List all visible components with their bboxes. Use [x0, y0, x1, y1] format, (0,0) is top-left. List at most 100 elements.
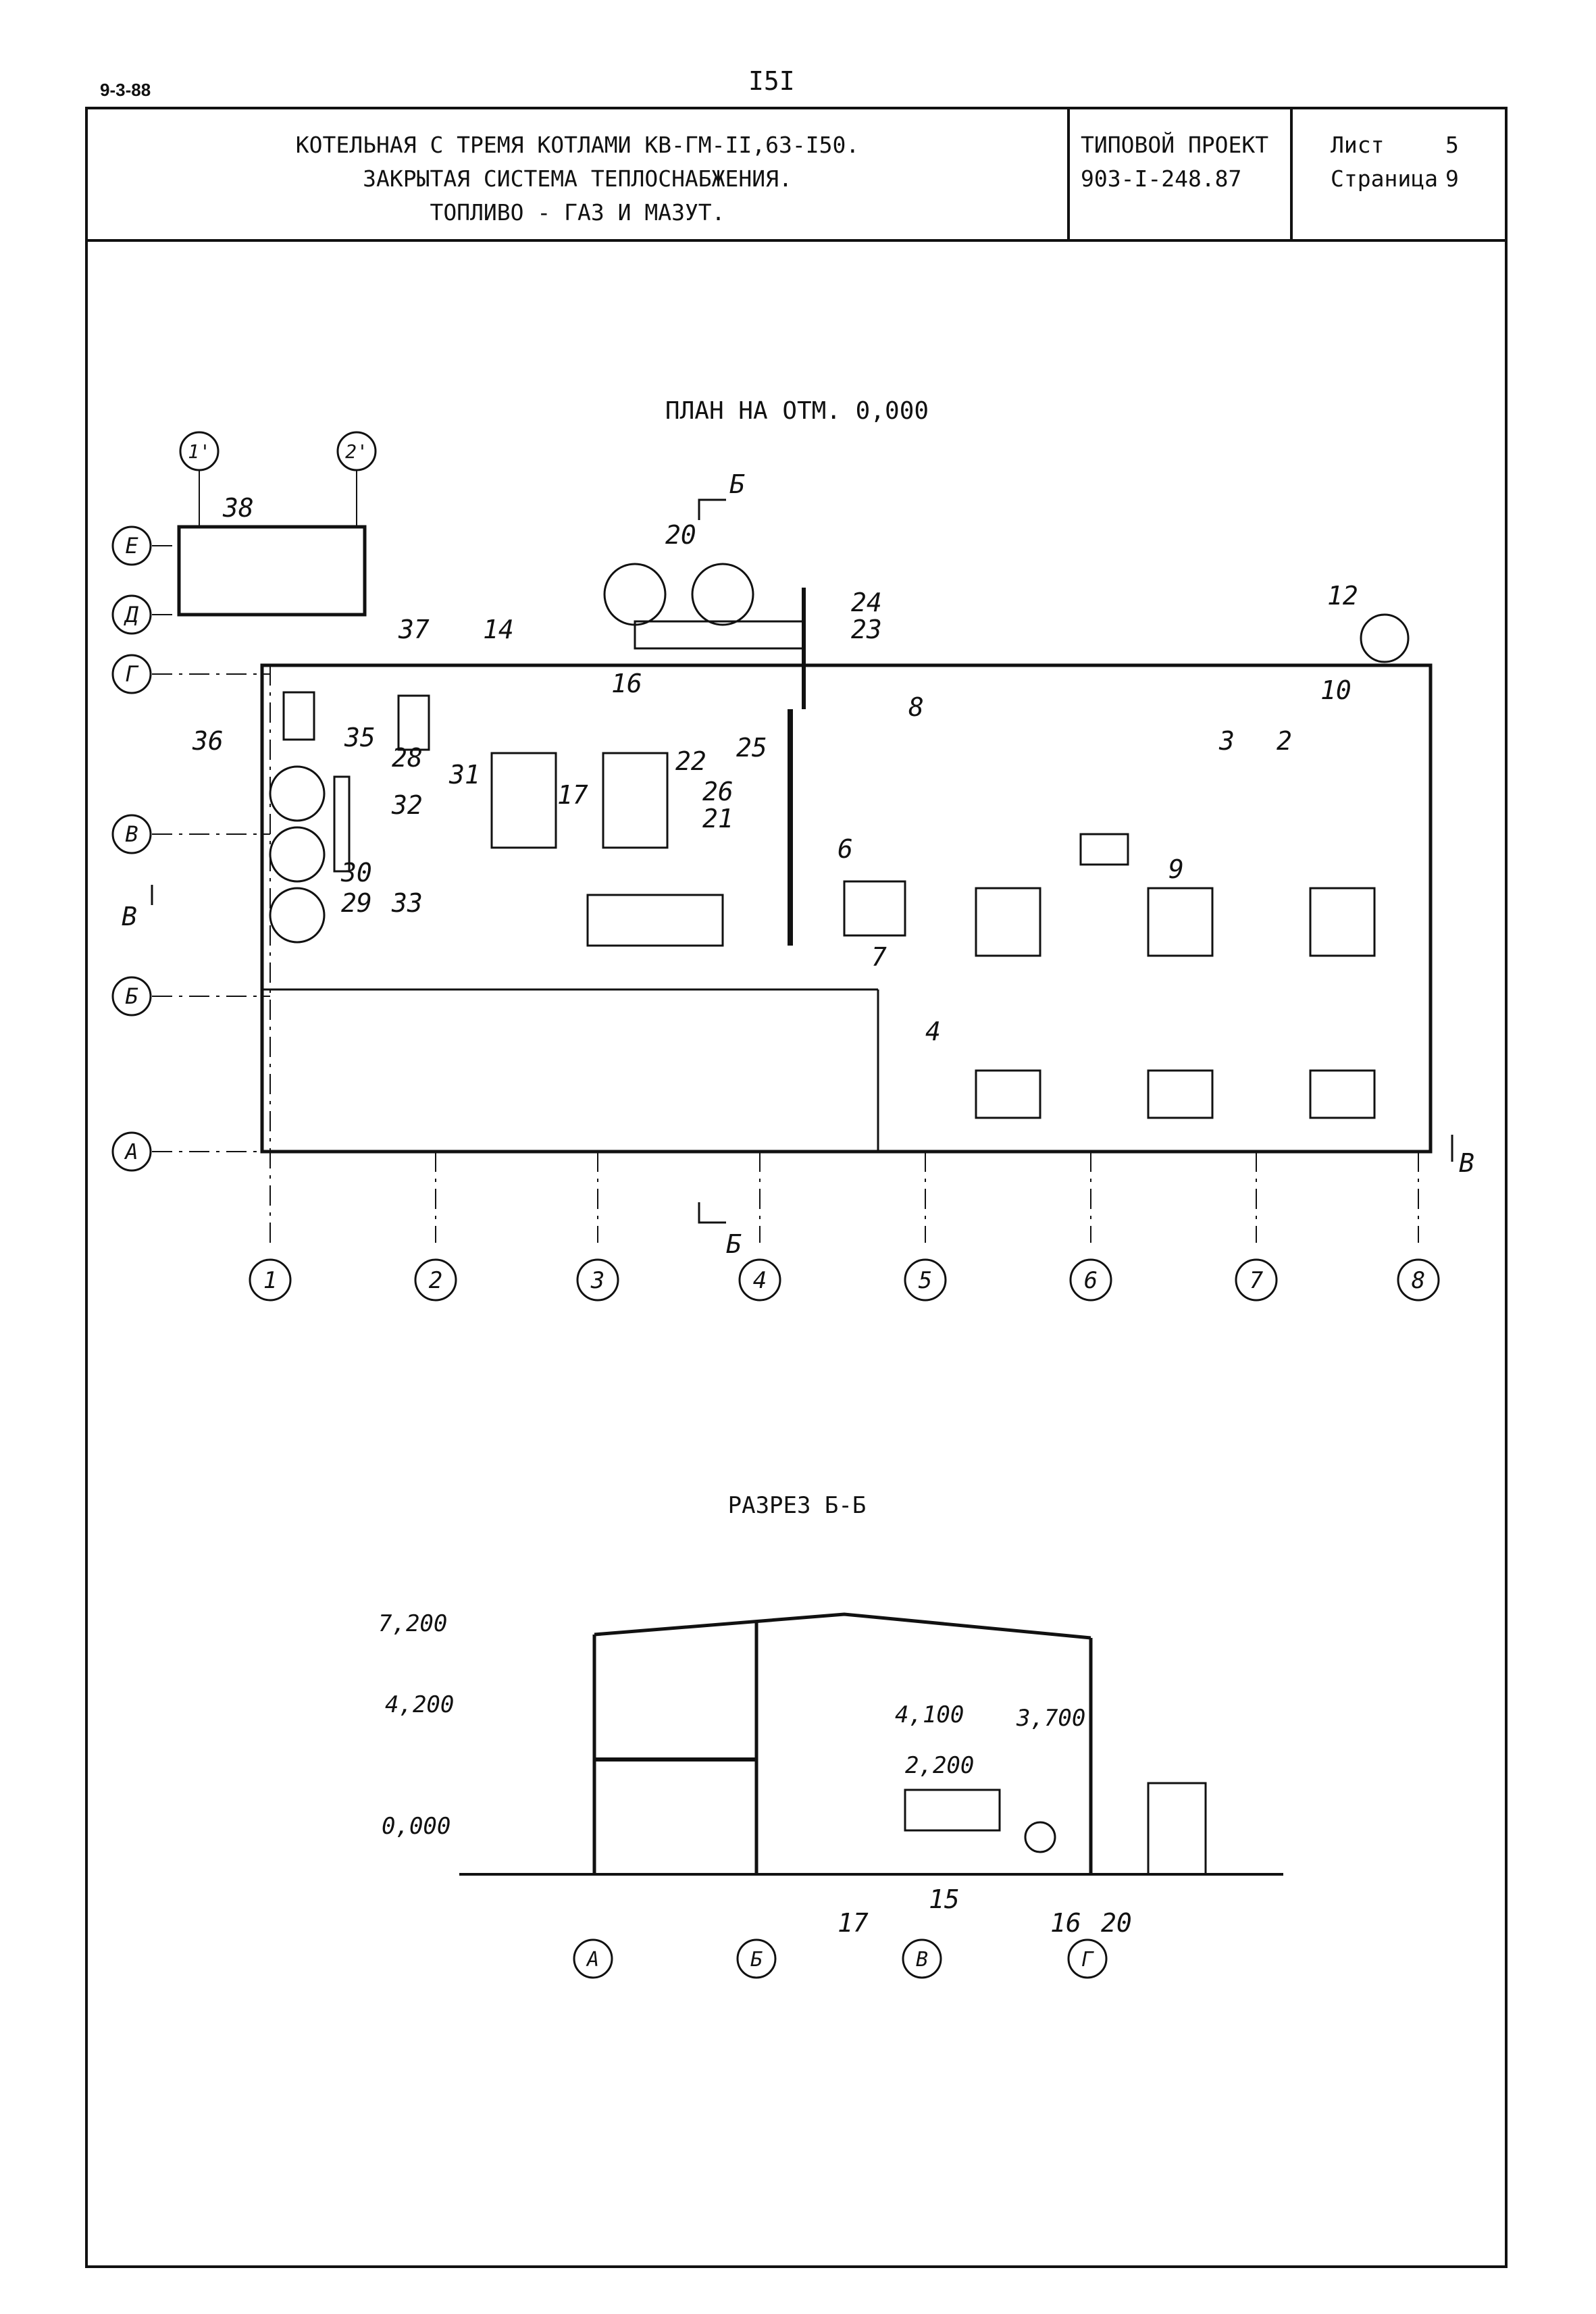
callout-label: 8 — [908, 692, 924, 722]
callout-label: 29 — [341, 888, 372, 918]
section-marks: Б Б В В — [122, 469, 1474, 1259]
axis-bubble — [738, 1258, 781, 1302]
plan-title: ПЛАН НА ОТМ. 0,000 — [665, 397, 929, 425]
roof — [594, 1612, 1091, 1640]
callout-label: 32 — [391, 790, 423, 820]
callout-label: 6 — [838, 834, 853, 864]
page-number: I5I — [748, 66, 795, 96]
axis-label: 4 — [753, 1267, 767, 1294]
callout-label: 33 — [391, 888, 423, 918]
axis-bubble — [111, 525, 152, 566]
plan-row-axes: А Б В Г Д Е 1' 2' — [111, 431, 377, 1172]
callout-label: 12 — [1327, 581, 1358, 611]
callout-label: 36 — [192, 726, 224, 756]
axis-label: 1 — [263, 1267, 277, 1294]
callout-label: 30 — [340, 858, 372, 888]
sheet-label: Лист — [1331, 132, 1385, 158]
axis-label: Д — [123, 602, 138, 627]
axis-label: 3 — [590, 1267, 604, 1294]
callout-label: 2 — [1277, 726, 1292, 756]
fan-16 — [1024, 1821, 1056, 1853]
tank-20 — [603, 563, 667, 626]
annex-wall — [177, 525, 367, 617]
axis-label: А — [586, 1948, 599, 1972]
boiler — [1309, 887, 1376, 957]
axis-bubble — [1397, 1258, 1440, 1302]
callout-label: 23 — [851, 615, 882, 644]
unit-7 — [843, 880, 906, 937]
axis-bubble — [736, 1938, 777, 1979]
axis-label: Г — [125, 661, 139, 687]
axis-label: 2' — [345, 440, 368, 463]
plan-column-axes: 1 2 3 4 5 6 7 8 — [249, 665, 1440, 1302]
section-mark — [698, 1202, 726, 1224]
plan-outer-wall — [260, 663, 1433, 1154]
callout-label: 10 — [1320, 675, 1352, 705]
section-letter: Б — [729, 469, 745, 499]
callout-label: 16 — [611, 669, 642, 698]
axis-bubble — [576, 1258, 619, 1302]
tank-20-section — [1147, 1782, 1207, 1876]
burner-4 — [1147, 1069, 1214, 1119]
axis-bubble — [1067, 1938, 1108, 1979]
axis-bubble — [249, 1258, 292, 1302]
callout-label: 28 — [392, 743, 423, 773]
callout-label: 4 — [925, 1017, 941, 1046]
title-divider — [1290, 107, 1293, 242]
axis-bubble — [904, 1258, 947, 1302]
axis-label: В — [125, 821, 138, 847]
sheet-info: Лист 5 Страница 9 — [1331, 128, 1459, 196]
callout-label: 16 — [1050, 1908, 1081, 1938]
callout-label: 37 — [398, 615, 430, 644]
section-letter: Б — [726, 1229, 742, 1259]
stack-12 — [1360, 613, 1410, 663]
axis-label: В — [916, 1948, 928, 1972]
plan-callouts: 38 20 24 23 12 37 14 16 8 10 36 35 28 22… — [192, 493, 1358, 1046]
page-label: Страница — [1331, 165, 1438, 192]
unit-17 — [602, 752, 669, 849]
axis-label: 5 — [919, 1267, 932, 1294]
boiler-15 — [904, 1789, 1001, 1832]
document-code: 9-3-88 — [100, 80, 151, 100]
elevation-label: 0,000 — [382, 1813, 451, 1840]
callout-label: 20 — [1101, 1908, 1132, 1938]
boiler — [1147, 887, 1214, 957]
elevation-label: 4,200 — [385, 1691, 454, 1718]
tank-20 — [691, 563, 754, 626]
callout-label: 9 — [1168, 854, 1184, 884]
callout-label: 22 — [675, 746, 706, 776]
callout-label: 38 — [222, 493, 254, 523]
callout-label: 3 — [1218, 726, 1235, 756]
elevation-label: 4,100 — [895, 1701, 964, 1728]
page-value: 9 — [1445, 165, 1459, 192]
elevation-label: 3,700 — [1016, 1705, 1085, 1732]
title-block — [85, 107, 1508, 242]
drawing-title: КОТЕЛЬНАЯ С ТРЕМЯ КОТЛАМИ КВ-ГМ-II,63-I5… — [95, 128, 1060, 230]
boiler — [975, 887, 1041, 957]
sheet-value: 5 — [1445, 132, 1459, 158]
title-line: КОТЕЛЬНАЯ С ТРЕМЯ КОТЛАМИ КВ-ГМ-II,63-I5… — [295, 132, 860, 158]
axis-bubble — [111, 814, 152, 854]
callout-label: 24 — [851, 588, 882, 617]
callout-label: 17 — [838, 1908, 869, 1938]
axis-label: Б — [750, 1948, 763, 1972]
axis-label: Г — [1081, 1948, 1094, 1972]
callout-label: 21 — [702, 804, 733, 833]
axis-label: 6 — [1084, 1267, 1098, 1294]
axis-bubble — [414, 1258, 457, 1302]
axis-label: 1' — [188, 440, 211, 463]
axis-bubble — [1069, 1258, 1112, 1302]
unit — [586, 894, 724, 947]
axis-bubble — [111, 1131, 152, 1172]
axis-label: Е — [125, 533, 138, 559]
axis-bubble — [111, 976, 152, 1017]
title-line: ТОПЛИВО - ГАЗ И МАЗУТ. — [430, 199, 725, 226]
burner-4 — [975, 1069, 1041, 1119]
axis-label: 2 — [429, 1267, 442, 1294]
axis-label: Б — [125, 983, 138, 1009]
plan-equipment — [269, 563, 1410, 1119]
elevation-label: 7,200 — [378, 1610, 447, 1637]
section-drawing — [459, 1612, 1283, 1876]
axis-bubble — [902, 1938, 942, 1979]
callout-label: 20 — [665, 520, 696, 550]
